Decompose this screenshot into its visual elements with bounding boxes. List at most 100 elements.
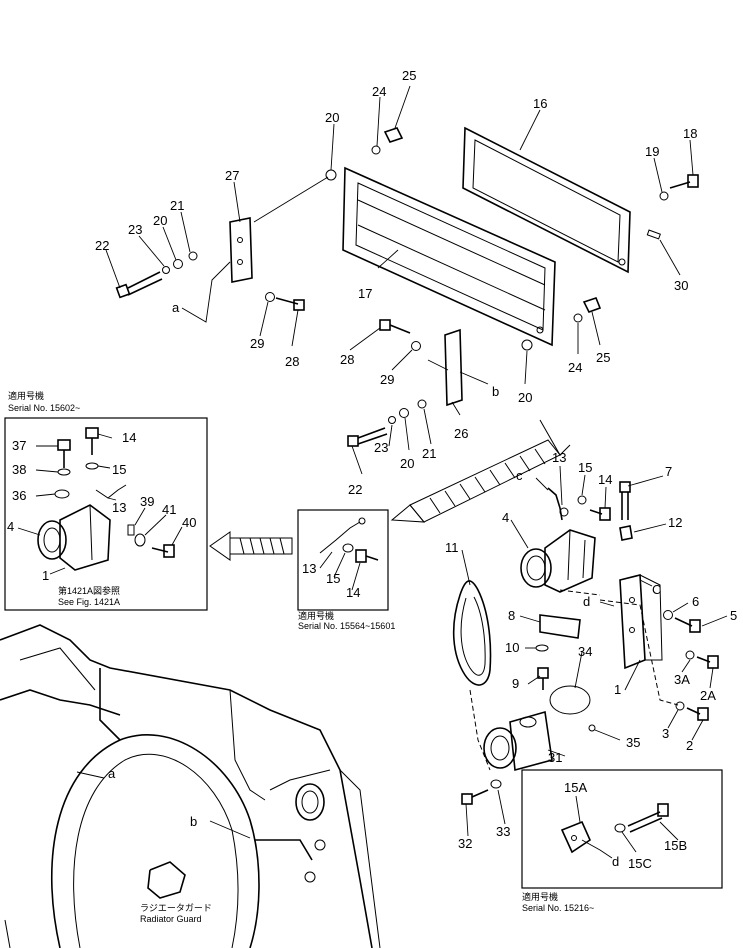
bolt-9 xyxy=(537,667,549,690)
compressor-main xyxy=(520,529,596,593)
pulley-31 xyxy=(483,710,553,772)
radiator-guard-jp: ラジエータガード xyxy=(140,903,212,913)
leader-lines-inset-left xyxy=(17,433,183,575)
arrow-connector xyxy=(539,419,571,456)
label-37: 37 xyxy=(12,438,26,453)
serial-middle-jp: 適用号機 xyxy=(298,610,334,621)
washer-29-mid xyxy=(411,341,421,351)
label-8: 8 xyxy=(508,608,515,623)
see-fig: See Fig. 1421A xyxy=(58,597,120,607)
callout-labels: 25 24 16 20 18 19 27 21 20 23 22 17 30 a… xyxy=(7,68,737,871)
label-40: 40 xyxy=(182,515,196,530)
label-5: 5 xyxy=(730,608,737,623)
label-22: 22 xyxy=(95,238,109,253)
label-C: C xyxy=(652,582,661,597)
inset-left-small-parts xyxy=(54,427,175,558)
label-13-mid: 13 xyxy=(302,561,316,576)
guard-panel-16 xyxy=(462,126,631,274)
striped-arrow-main xyxy=(390,439,561,523)
label-25: 25 xyxy=(402,68,416,83)
label-b-bottom: b xyxy=(190,814,197,829)
label-34: 34 xyxy=(578,644,592,659)
pipe-13-right xyxy=(547,487,569,521)
label-2a: 2A xyxy=(700,688,716,703)
label-c: c xyxy=(516,468,523,483)
bolt-28-upper xyxy=(275,297,305,311)
serial-right-jp: 適用号機 xyxy=(522,891,558,902)
label-36: 36 xyxy=(12,488,26,503)
label-17: 17 xyxy=(358,286,372,301)
bolt-5 xyxy=(674,617,701,633)
label-39: 39 xyxy=(140,494,154,509)
label-13-right: 13 xyxy=(552,450,566,465)
label-23: 23 xyxy=(128,222,142,237)
inset-box-middle xyxy=(297,509,389,611)
label-38: 38 xyxy=(12,462,26,477)
label-1-right: 1 xyxy=(614,682,621,697)
belt-11 xyxy=(452,580,492,686)
washer-19 xyxy=(659,191,669,201)
label-24b: 24 xyxy=(568,360,582,375)
label-4-right: 4 xyxy=(502,510,509,525)
label-41: 41 xyxy=(162,502,176,517)
washer-23-mid xyxy=(388,416,396,424)
label-24: 24 xyxy=(372,84,386,99)
inset-box-bottom-right xyxy=(521,769,723,889)
label-3a: 3A xyxy=(674,672,690,687)
label-7: 7 xyxy=(665,464,672,479)
nut-25-top xyxy=(383,127,404,143)
washer-29-upper xyxy=(265,292,275,302)
radiator-guard xyxy=(0,624,381,948)
washer-20-upper xyxy=(173,259,183,269)
serial-left: Serial No. 15602~ xyxy=(8,403,80,413)
label-a-bottom: a xyxy=(108,766,116,781)
label-23b: 23 xyxy=(374,440,388,455)
label-13-left: 13 xyxy=(112,500,126,515)
label-21: 21 xyxy=(170,198,184,213)
bolt-28-mid xyxy=(379,319,411,334)
label-20c: 20 xyxy=(518,390,532,405)
label-d-right: d xyxy=(583,594,590,609)
washer-10 xyxy=(535,644,549,652)
bracket-26 xyxy=(444,328,463,407)
label-20: 20 xyxy=(325,110,339,125)
washer-33 xyxy=(490,779,502,789)
label-9: 9 xyxy=(512,676,519,691)
label-35: 35 xyxy=(626,735,640,750)
striped-arrow-left xyxy=(209,531,293,561)
label-15-left: 15 xyxy=(112,462,126,477)
label-20b: 20 xyxy=(153,213,167,228)
see-fig-jp: 第1421A図参照 xyxy=(58,585,120,596)
bracket-1 xyxy=(619,573,663,670)
leader-lines-right xyxy=(461,465,728,837)
inset-middle-parts xyxy=(319,517,379,591)
label-33: 33 xyxy=(496,824,510,839)
bolt-22-upper xyxy=(115,271,163,299)
inset-bottom-parts xyxy=(560,795,679,859)
washer-24-right xyxy=(573,313,583,323)
nut-12 xyxy=(619,525,633,541)
bracket-8 xyxy=(539,614,581,639)
compressor-inset xyxy=(37,484,135,571)
serial-notes: 適用号機 Serial No. 15602~ 第1421A図参照 See Fig… xyxy=(8,390,594,924)
label-10: 10 xyxy=(505,640,519,655)
washer-15-right xyxy=(577,495,587,505)
washer-23-upper xyxy=(162,266,170,274)
label-30: 30 xyxy=(674,278,688,293)
washer-20-top xyxy=(325,169,337,181)
bolt-18 xyxy=(669,174,699,189)
label-20d: 20 xyxy=(400,456,414,471)
label-11: 11 xyxy=(445,540,459,555)
label-16: 16 xyxy=(533,96,547,111)
serial-left-jp: 適用号機 xyxy=(8,390,44,401)
label-32: 32 xyxy=(458,836,472,851)
bracket-27 xyxy=(229,217,253,283)
label-1-left: 1 xyxy=(42,568,49,583)
bolt-22-mid xyxy=(347,427,388,447)
pin-30 xyxy=(646,229,661,240)
cover-34 xyxy=(549,685,591,715)
nut-21-upper xyxy=(188,251,198,261)
label-14-left: 14 xyxy=(122,430,136,445)
